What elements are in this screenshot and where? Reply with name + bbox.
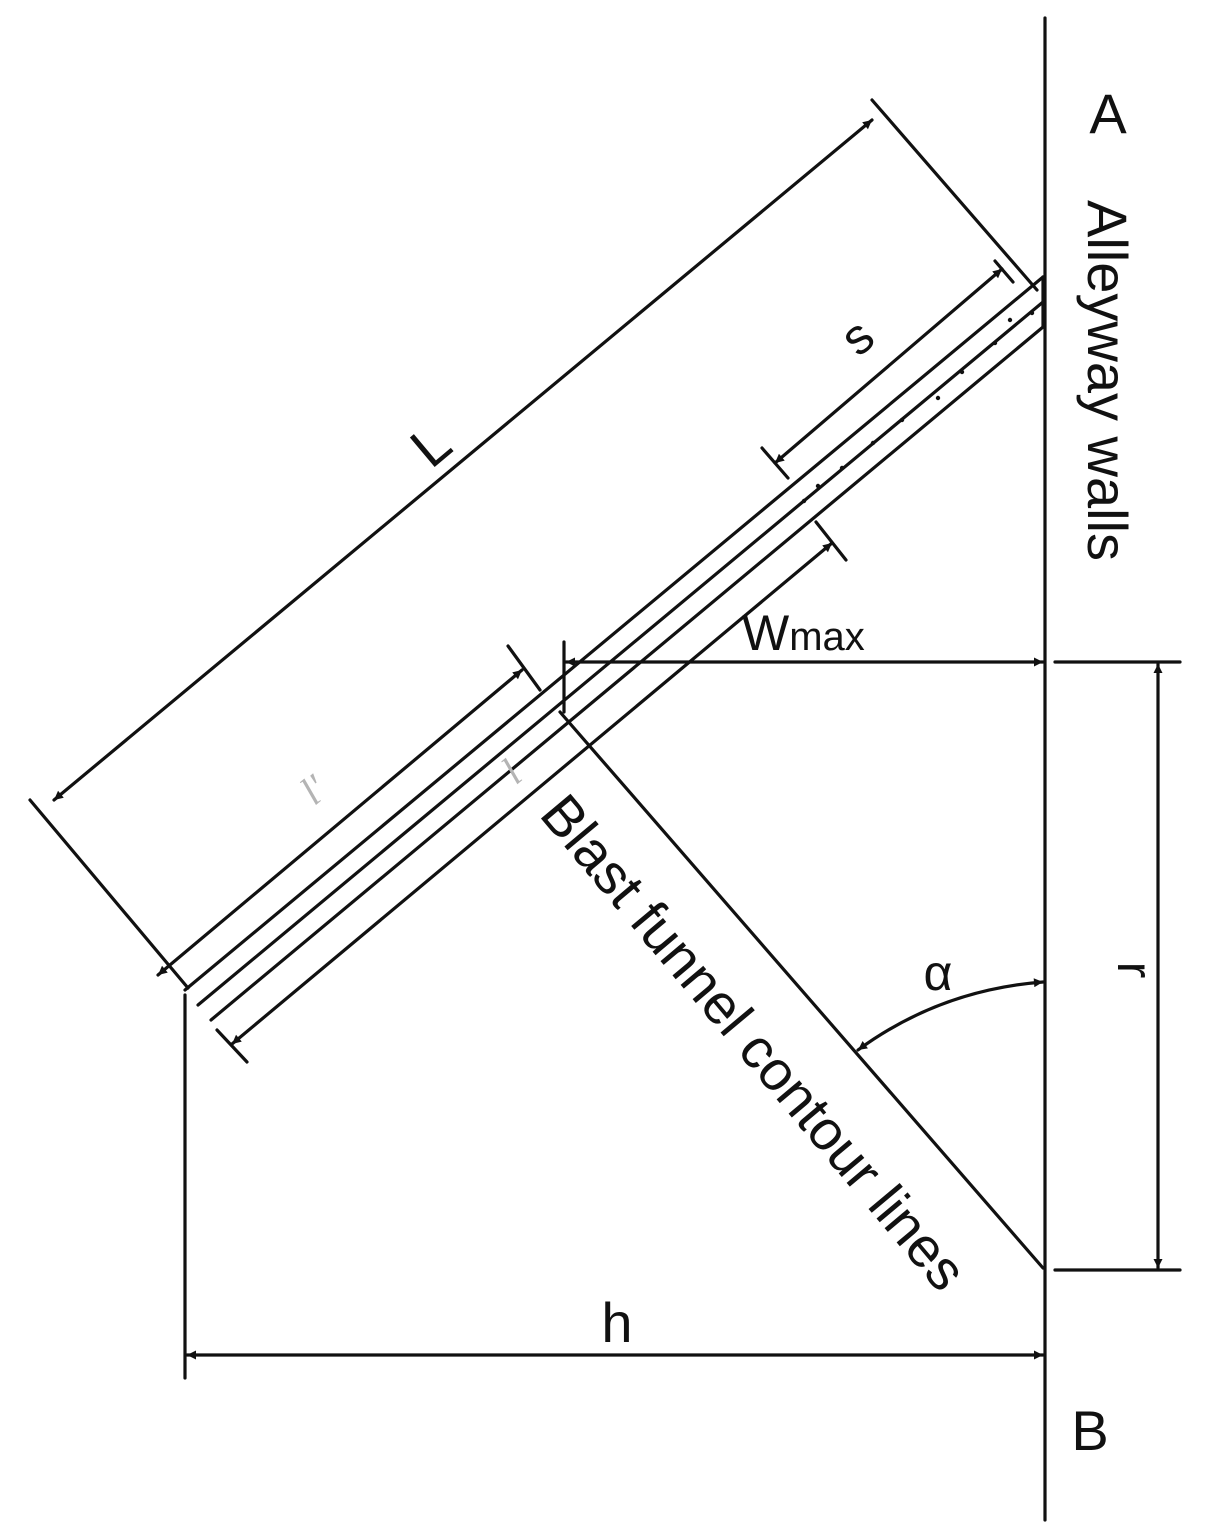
l-tick-top xyxy=(814,520,848,562)
l-prime-tick xyxy=(506,644,542,692)
alpha-arc xyxy=(856,978,1045,1052)
label-wmax: Wmax xyxy=(742,605,865,661)
wmax-w: W xyxy=(742,605,790,661)
dimension-h xyxy=(183,993,1045,1380)
L-dimension-line xyxy=(52,118,874,802)
label-h: h xyxy=(601,1291,632,1354)
label-s: s xyxy=(829,307,884,366)
label-alpha: α xyxy=(924,945,953,1001)
label-blast-funnel: Blast funnel contour lines xyxy=(529,782,979,1302)
L-extension-bottom xyxy=(28,798,190,990)
dimension-wmax xyxy=(562,640,1182,714)
s-tick-top xyxy=(993,259,1015,284)
dimension-r xyxy=(1053,662,1182,1272)
dimension-s xyxy=(760,259,1015,480)
label-a: A xyxy=(1089,82,1127,145)
wmax-subscript: max xyxy=(789,615,865,659)
label-alleyway-walls: Alleyway walls xyxy=(1076,200,1139,561)
l-tick-bottom xyxy=(215,1028,249,1064)
blast-funnel-line xyxy=(558,710,1045,1270)
dimension-L xyxy=(28,98,1039,990)
s-dimension-line xyxy=(773,267,1004,465)
L-extension-top xyxy=(870,98,1039,292)
dimension-l-prime xyxy=(156,644,542,977)
label-l-prime: l′ xyxy=(291,765,336,813)
label-b: B xyxy=(1071,1399,1108,1462)
label-r: r xyxy=(1107,962,1163,979)
l-prime-dimension-line xyxy=(156,668,524,977)
